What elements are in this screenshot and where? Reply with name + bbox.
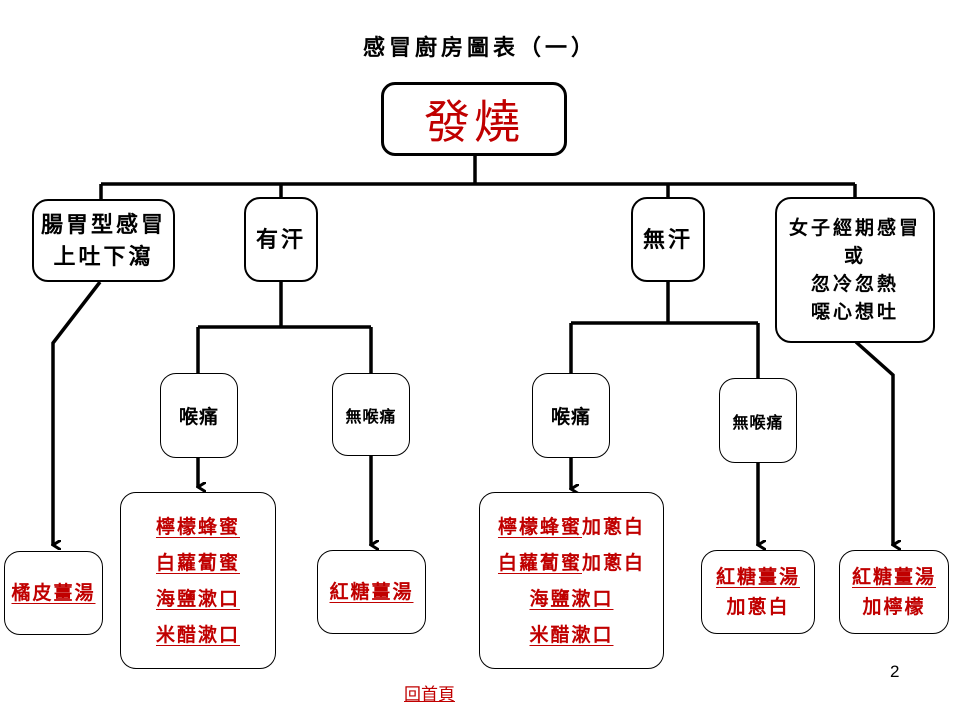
remedy-link[interactable]: 白蘿蔔蜜 bbox=[497, 551, 582, 574]
category-line: 腸胃型感冒 bbox=[40, 211, 166, 238]
remedy-box-sweat-no-sore: 紅糖薑湯 bbox=[317, 550, 426, 634]
category-line: 無汗 bbox=[642, 226, 693, 253]
remedy-row: 海鹽漱口 bbox=[529, 581, 613, 617]
remedy-suffix: 加蔥白 bbox=[582, 551, 646, 574]
category-no-sweat: 無汗 bbox=[631, 197, 705, 282]
remedy-link[interactable]: 檸檬蜂蜜 bbox=[155, 515, 240, 538]
remedy-link[interactable]: 海鹽漱口 bbox=[529, 587, 614, 610]
remedy-link[interactable]: 紅糖薑湯 bbox=[329, 581, 414, 603]
category-line: 或 bbox=[843, 245, 866, 267]
subcategory-sweat-sore-throat: 喉痛 bbox=[160, 373, 238, 458]
remedy-box-sweat-sore: 檸檬蜂蜜 白蘿蔔蜜 海鹽漱口 米醋漱口 bbox=[120, 492, 276, 669]
page-number: 2 bbox=[890, 662, 900, 681]
subcategory-nosweat-no-sore-throat: 無喉痛 bbox=[719, 378, 797, 463]
subcategory-label: 無喉痛 bbox=[345, 406, 397, 426]
home-link[interactable]: 回首頁 bbox=[404, 685, 455, 705]
subcategory-nosweat-sore-throat: 喉痛 bbox=[532, 373, 610, 458]
arrow-women bbox=[854, 340, 893, 545]
remedy-link[interactable]: 白蘿蔔蜜 bbox=[155, 551, 240, 574]
category-line: 忽冷忽熱 bbox=[810, 273, 899, 295]
category-line: 有汗 bbox=[255, 226, 306, 253]
remedy-link[interactable]: 紅糖薑湯 bbox=[851, 566, 936, 588]
category-sweat: 有汗 bbox=[244, 197, 318, 282]
remedy-suffix: 加蔥白 bbox=[726, 596, 790, 618]
remedy-suffix: 加蔥白 bbox=[582, 515, 646, 538]
remedy-link[interactable]: 米醋漱口 bbox=[529, 623, 614, 646]
remedy-link[interactable]: 海鹽漱口 bbox=[155, 587, 240, 610]
subcategory-sweat-no-sore-throat: 無喉痛 bbox=[332, 373, 410, 456]
category-women: 女子經期感冒 或 忽冷忽熱 噁心想吐 bbox=[775, 197, 935, 343]
root-label: 發燒 bbox=[424, 95, 524, 149]
remedy-row: 檸檬蜂蜜加蔥白 bbox=[498, 509, 645, 545]
category-line: 噁心想吐 bbox=[810, 301, 899, 323]
page-title: 感冒廚房圖表（一） bbox=[362, 35, 597, 61]
arrow-gastro bbox=[53, 280, 102, 545]
remedy-box-nosweat-no-sore: 紅糖薑湯 加蔥白 bbox=[701, 550, 815, 634]
remedy-row: 白蘿蔔蜜加蔥白 bbox=[498, 545, 645, 581]
remedy-box-gastro: 橘皮薑湯 bbox=[4, 551, 103, 635]
category-gastro: 腸胃型感冒 上吐下瀉 bbox=[32, 199, 175, 282]
root-node-fever: 發燒 bbox=[381, 82, 567, 156]
remedy-link[interactable]: 橘皮薑湯 bbox=[11, 582, 96, 604]
remedy-link[interactable]: 檸檬蜂蜜 bbox=[497, 515, 582, 538]
remedy-box-women: 紅糖薑湯 加檸檬 bbox=[839, 550, 949, 634]
remedy-row: 米醋漱口 bbox=[529, 617, 613, 653]
subcategory-label: 無喉痛 bbox=[732, 412, 784, 432]
remedy-suffix: 加檸檬 bbox=[862, 596, 926, 618]
remedy-link[interactable]: 米醋漱口 bbox=[155, 623, 240, 646]
remedy-link[interactable]: 紅糖薑湯 bbox=[715, 566, 800, 588]
remedy-box-nosweat-sore: 檸檬蜂蜜加蔥白 白蘿蔔蜜加蔥白 海鹽漱口 米醋漱口 bbox=[479, 492, 664, 669]
category-line: 上吐下瀉 bbox=[53, 243, 154, 270]
subcategory-label: 喉痛 bbox=[178, 406, 219, 428]
subcategory-label: 喉痛 bbox=[550, 406, 591, 428]
category-line: 女子經期感冒 bbox=[788, 217, 921, 239]
